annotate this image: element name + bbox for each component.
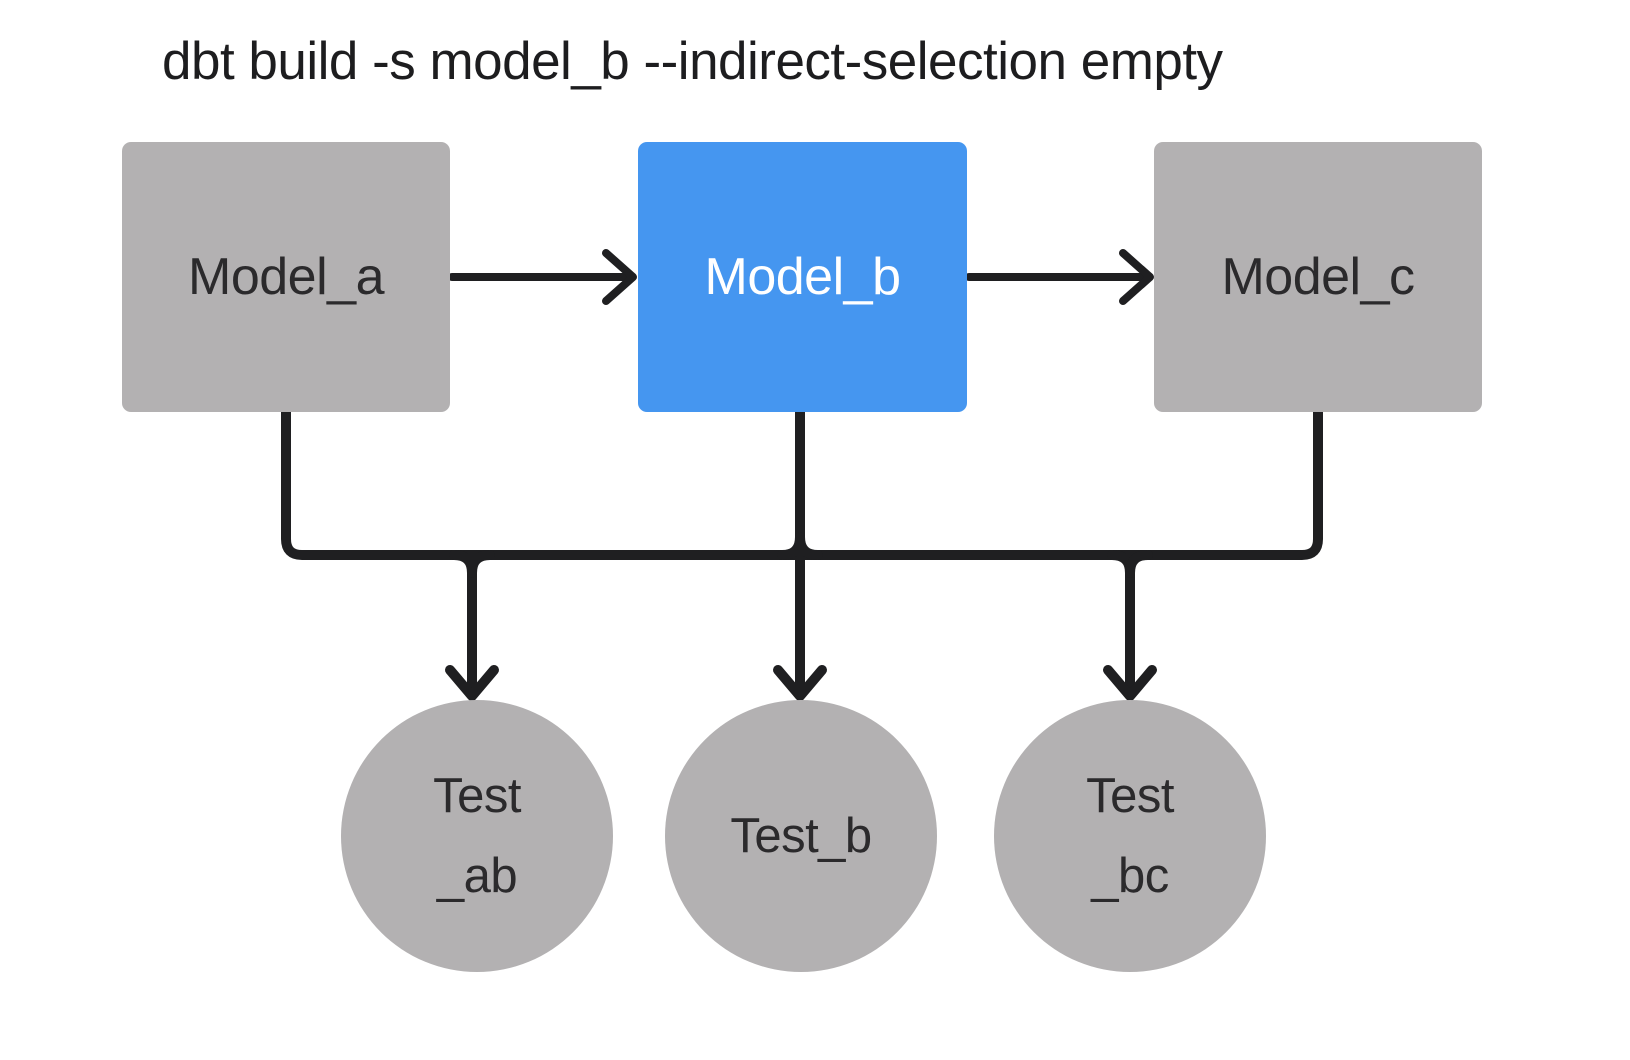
node-model-c-label: Model_c [1221,248,1415,306]
edge-fillet-ab-right [467,550,495,578]
node-model-b-label: Model_b [704,248,901,306]
node-test-ab: Test _ab [341,700,613,972]
node-model-a-label: Model_a [188,248,384,306]
node-test-ab-label: Test _ab [433,756,521,916]
edge-fillet-ab-left [449,550,477,578]
arrowhead-model-c [1119,249,1154,305]
node-test-bc-line2: _bc [1091,849,1169,903]
arrowhead-model-b [602,249,637,305]
node-test-ab-line2: _ab [436,849,518,903]
arrowhead-test-ab [445,665,499,701]
edge-fillet-cross-left [777,532,805,560]
edge-fillet-bc-right [1125,550,1153,578]
node-test-b: Test_b [665,700,937,972]
node-model-c: Model_c [1154,142,1482,412]
arrowhead-test-b [773,665,827,701]
node-test-b-label: Test_b [730,809,872,863]
node-model-a: Model_a [122,142,450,412]
node-test-bc-line1: Test [1086,769,1174,823]
node-test-bc-label: Test _bc [1086,756,1174,916]
edge-tree-horizontal [281,407,1323,560]
node-test-ab-line1: Test [433,769,521,823]
diagram-title: dbt build -s model_b --indirect-selectio… [162,32,1223,91]
edge-fillet-cross-right [795,532,823,560]
arrowhead-test-bc [1103,665,1157,701]
node-test-bc: Test _bc [994,700,1266,972]
node-model-b-selected: Model_b [638,142,967,412]
edge-fillet-bc-left [1107,550,1135,578]
